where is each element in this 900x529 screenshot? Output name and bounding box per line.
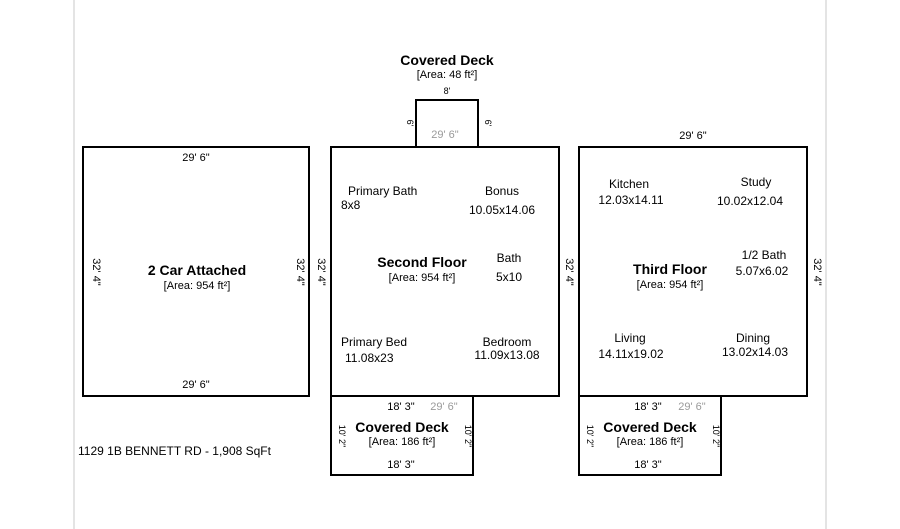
garage-block: 29' 6" 29' 6" 32' 4" 32' 4" 2 Car Attach… <box>82 146 310 397</box>
deck-right-outline <box>578 395 722 476</box>
second-floor-right-dim: 32' 4" <box>563 258 575 286</box>
top-deck-left-dim: 6' <box>405 120 415 127</box>
room-study-size: 10.02x12.04 <box>717 194 783 208</box>
third-floor-title: Third Floor <box>633 261 707 277</box>
second-floor-title: Second Floor <box>377 254 467 270</box>
deck-right-bottom-dim: 18' 3" <box>634 459 662 471</box>
deck-left-bottom-dim: 18' 3" <box>387 459 415 471</box>
room-primary-bed: Primary Bed <box>341 335 407 349</box>
top-deck-outline <box>415 99 479 148</box>
deck-left-left-dim: 10' 2" <box>337 425 347 447</box>
garage-bottom-dim: 29' 6" <box>182 379 210 391</box>
second-floor-outline <box>330 146 560 397</box>
garage-top-dim: 29' 6" <box>182 152 210 164</box>
second-floor-block: 32' 4" 32' 4" Second Floor [Area: 954 ft… <box>315 146 575 397</box>
garage-right-dim: 32' 4" <box>294 258 306 286</box>
room-primary-bed-size: 11.08x23 <box>345 351 394 365</box>
top-deck-ghost-dim: 29' 6" <box>431 129 459 141</box>
deck-left-ghost-dim: 29' 6" <box>430 401 458 413</box>
deck-right-area: [Area: 186 ft²] <box>617 436 684 448</box>
deck-left-area: [Area: 186 ft²] <box>369 436 436 448</box>
room-bonus: Bonus <box>485 184 519 198</box>
top-deck-title: Covered Deck <box>400 52 494 68</box>
deck-right-right-dim: 10' 2" <box>711 425 721 447</box>
address-caption: 1129 1B BENNETT RD - 1,908 SqFt <box>78 444 272 458</box>
third-floor-block: 29' 6" 32' 4" Third Floor [Area: 954 ft²… <box>578 130 823 397</box>
deck-left-outline <box>330 395 474 476</box>
garage-title: 2 Car Attached <box>148 262 246 278</box>
room-living-size: 14.11x19.02 <box>598 347 663 361</box>
deck-right-title: Covered Deck <box>603 419 697 435</box>
deck-right-block: 18' 3" 29' 6" 10' 2" 10' 2" Covered Deck… <box>578 395 722 476</box>
top-deck-area: [Area: 48 ft²] <box>417 69 478 81</box>
deck-left-title: Covered Deck <box>355 419 449 435</box>
second-floor-left-dim: 32' 4" <box>315 258 327 286</box>
garage-area: [Area: 954 ft²] <box>164 280 231 292</box>
room-kitchen: Kitchen <box>609 177 649 191</box>
deck-right-ghost-dim: 29' 6" <box>678 401 706 413</box>
deck-right-left-dim: 10' 2" <box>585 425 595 447</box>
room-bedroom-size: 11.09x13.08 <box>474 348 539 362</box>
room-half-bath: 1/2 Bath <box>742 248 787 262</box>
room-dining: Dining <box>736 331 770 345</box>
third-floor-right-dim: 32' 4" <box>811 258 823 286</box>
top-deck-right-dim: 6' <box>483 120 493 127</box>
room-primary-bath: Primary Bath <box>348 184 417 198</box>
deck-left-top-dim: 18' 3" <box>387 401 415 413</box>
room-bath: Bath <box>497 251 522 265</box>
third-floor-top-dim: 29' 6" <box>679 130 707 142</box>
third-floor-outline <box>578 146 808 397</box>
room-study: Study <box>741 175 772 189</box>
room-half-bath-size: 5.07x6.02 <box>736 264 789 278</box>
garage-outline <box>82 146 310 397</box>
room-bedroom: Bedroom <box>483 335 532 349</box>
room-dining-size: 13.02x14.03 <box>722 345 788 359</box>
deck-left-right-dim: 10' 2" <box>463 425 473 447</box>
room-kitchen-size: 12.03x14.11 <box>598 193 663 207</box>
room-primary-bath-size: 8x8 <box>341 198 361 212</box>
room-living: Living <box>614 331 645 345</box>
garage-left-dim: 32' 4" <box>90 258 102 286</box>
deck-left-block: 18' 3" 29' 6" 10' 2" 10' 2" Covered Deck… <box>330 395 474 476</box>
top-deck-block: Covered Deck [Area: 48 ft²] 8' 6' 6' 29'… <box>400 52 494 159</box>
top-deck-top-dim: 8' <box>444 86 451 96</box>
second-floor-area: [Area: 954 ft²] <box>389 272 456 284</box>
room-bath-size: 5x10 <box>496 270 522 284</box>
deck-right-top-dim: 18' 3" <box>634 401 662 413</box>
third-floor-area: [Area: 954 ft²] <box>637 279 704 291</box>
room-bonus-size: 10.05x14.06 <box>469 203 535 217</box>
